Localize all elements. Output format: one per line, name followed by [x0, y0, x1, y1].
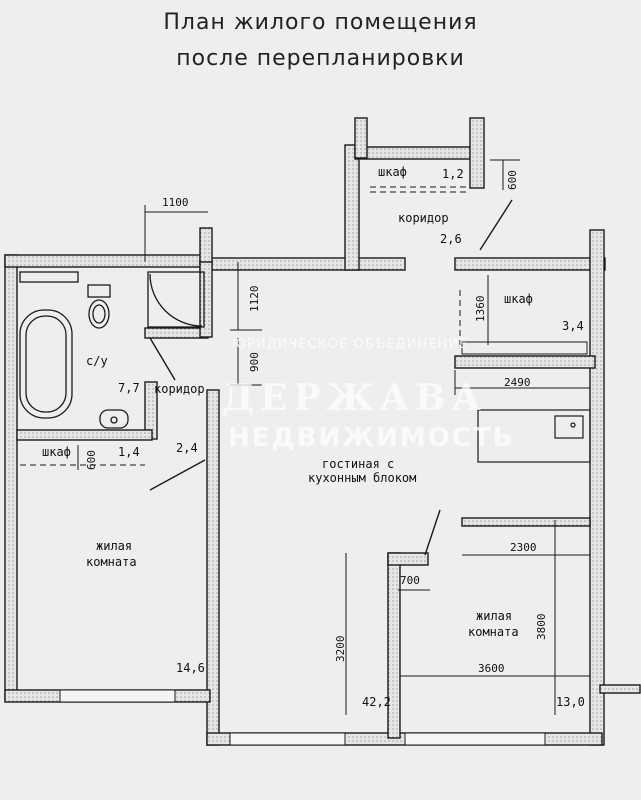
wall-right-top-horiz: [454, 257, 606, 271]
room-living-left-name-1: жилая: [96, 539, 132, 553]
wall-corridor-top-right: [469, 117, 485, 189]
dim-1360: 1360: [474, 296, 487, 323]
shower-tray-icon: [147, 271, 205, 328]
room-living-left-area: 14,6: [176, 661, 205, 675]
dim-900: 900: [248, 352, 261, 372]
room-living-right-name-1: жилая: [476, 609, 512, 623]
toilet-bowl-icon: [88, 299, 110, 329]
wall-right-outer: [589, 229, 605, 746]
dim-3200: 3200: [334, 636, 347, 663]
dim-700: 700: [400, 574, 420, 587]
windows: [59, 689, 546, 746]
dim-2300: 2300: [510, 541, 537, 554]
dim-600-top: 600: [506, 170, 519, 190]
watermark: ЮРИДИЧЕСКОЕ ОБЪЕДИНЕНИЕ ДЕРЖАВА НЕДВИЖИМ…: [222, 337, 514, 453]
room-living-kitchen-name-2: кухонным блоком: [308, 471, 416, 485]
wall-left-outer: [4, 254, 18, 701]
watermark-line3: НЕДВИЖИМОСТЬ: [228, 423, 514, 453]
room-bathroom-area: 7,7: [118, 381, 140, 395]
wall-top-middle: [199, 257, 406, 271]
plan-title-line1: План жилого помещения: [163, 10, 478, 35]
room-corridor-top-name: коридор: [398, 211, 449, 225]
wall-closet-left-top: [16, 429, 153, 441]
room-corridor-top-area: 2,6: [440, 232, 462, 246]
wall-top-left: [4, 254, 211, 268]
room-closet-left-name: шкаф: [42, 445, 71, 459]
walls: [4, 117, 641, 746]
kitchen-sink-icon: [554, 415, 584, 439]
room-living-right-area: 13,0: [556, 695, 585, 709]
kitchen-unit: [477, 409, 591, 463]
doors: [149, 199, 513, 556]
wall-partition-vertical: [387, 552, 401, 739]
room-corridor-left-name: коридор: [154, 382, 205, 396]
room-closet-top-area: 1,2: [442, 167, 464, 181]
room-living-right-name-2: комната: [468, 625, 519, 639]
bathroom-fixtures: [19, 271, 205, 429]
wall-partition-right-top: [461, 517, 591, 527]
dim-3600: 3600: [478, 662, 505, 675]
dim-1120: 1120: [248, 286, 261, 313]
room-closet-left-area: 1,4: [118, 445, 140, 459]
dim-600-left: 600: [85, 450, 98, 470]
kitchen-counter: [477, 409, 591, 463]
wall-closet-right-bottom: [454, 355, 596, 369]
wall-corridor-top-left: [354, 117, 368, 159]
toilet-tank-icon: [87, 284, 111, 298]
wall-stub-top: [199, 227, 213, 264]
room-bathroom-name: с/у: [86, 354, 108, 368]
room-closet-top-name: шкаф: [378, 165, 407, 179]
plan-title-line2: после перепланировки: [176, 46, 465, 71]
watermark-line2: ДЕРЖАВА: [222, 377, 487, 419]
room-living-kitchen-name-1: гостиная с: [322, 457, 394, 471]
room-closet-right-name: шкаф: [504, 292, 533, 306]
wall-bath-corner: [144, 327, 209, 339]
dim-2490: 2490: [504, 376, 531, 389]
wall-closet-top: [354, 146, 476, 160]
dim-3800: 3800: [535, 614, 548, 641]
wall-bath-vertical: [199, 261, 213, 338]
wall-corridor-left: [344, 144, 360, 271]
window-bottom-left: [59, 689, 176, 703]
room-closet-right-area: 3,4: [562, 319, 584, 333]
closet-shelves: [20, 186, 588, 466]
bathtub-icon: [19, 309, 73, 419]
room-living-kitchen-area: 42,2: [362, 695, 391, 709]
dim-1100: 1100: [162, 196, 189, 209]
wall-balcony-stub: [599, 684, 641, 694]
room-living-left-name-2: комната: [86, 555, 137, 569]
sink-icon: [99, 409, 129, 429]
window-bottom-main-2: [404, 732, 546, 746]
window-bottom-main-1: [229, 732, 346, 746]
dimension-lines: [77, 159, 590, 715]
bath-shelf-icon: [19, 271, 79, 283]
room-corridor-left-area: 2,4: [176, 441, 198, 455]
wall-partition-stub: [387, 552, 429, 566]
watermark-line1: ЮРИДИЧЕСКОЕ ОБЪЕДИНЕНИЕ: [232, 337, 468, 352]
